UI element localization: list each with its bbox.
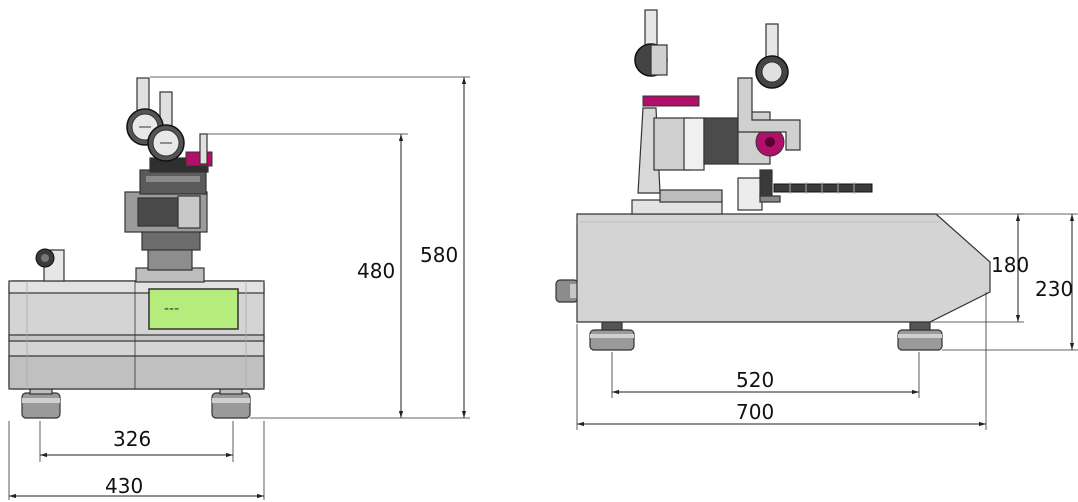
display-text: --- bbox=[164, 301, 179, 317]
side-body bbox=[576, 213, 991, 323]
front-view: --- bbox=[8, 76, 470, 500]
side-mechanism bbox=[631, 9, 873, 215]
dimension-430: 430 bbox=[8, 421, 265, 500]
dimension-326: 326 bbox=[39, 421, 234, 462]
front-knob bbox=[35, 248, 65, 282]
front-display-screen: --- bbox=[148, 288, 239, 330]
side-foot-left bbox=[589, 319, 635, 351]
label-580: 580 bbox=[420, 243, 458, 267]
label-430: 430 bbox=[105, 474, 143, 498]
front-foot-right bbox=[211, 385, 251, 419]
dimension-180: 180 bbox=[930, 213, 1029, 323]
side-view: 180 230 520 700 bbox=[555, 9, 1078, 430]
front-foot-left bbox=[21, 385, 61, 419]
side-connector bbox=[555, 279, 579, 303]
side-foot-right bbox=[897, 319, 943, 351]
label-520: 520 bbox=[736, 368, 774, 392]
dimension-580: 580 bbox=[150, 76, 470, 419]
front-mechanism bbox=[124, 77, 213, 283]
label-326: 326 bbox=[113, 427, 151, 451]
label-180: 180 bbox=[991, 253, 1029, 277]
label-480: 480 bbox=[357, 259, 395, 283]
label-230: 230 bbox=[1035, 277, 1073, 301]
dimension-520: 520 bbox=[611, 352, 920, 398]
dimension-480: 480 bbox=[202, 133, 408, 418]
dimension-230: 230 bbox=[942, 213, 1078, 351]
dimension-700: 700 bbox=[576, 292, 987, 430]
label-700: 700 bbox=[736, 400, 774, 424]
